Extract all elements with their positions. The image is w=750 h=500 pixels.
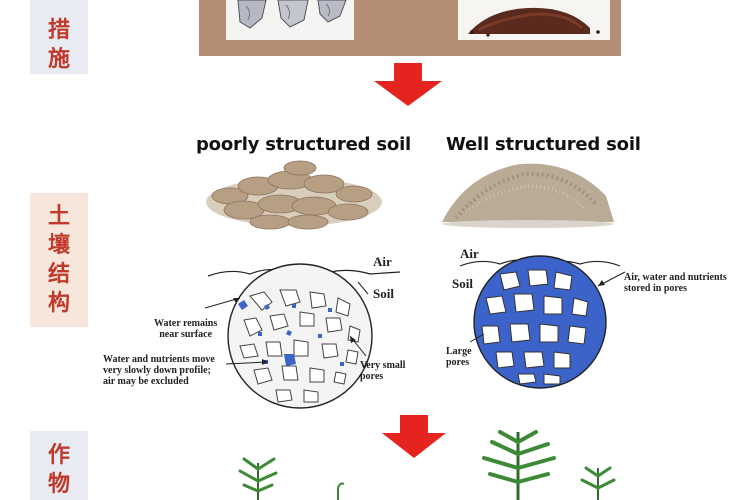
well-soil-diagram [459,255,626,389]
well-stored-line-1: Air, water and nutrients [624,272,727,283]
poor-air-label: Air [373,254,392,269]
poor-water-slow-annotation: Water and nutrients move very slowly dow… [103,354,215,387]
well-soil-label: Soil [452,276,473,291]
label-structure-char-1: 壤 [47,233,70,258]
poor-water-remains-line-1: Water remains [154,318,218,329]
well-large-pores-line-1: Large [446,346,472,357]
label-structure-char-0: 土 [47,204,70,229]
poor-water-slow-line-3: air may be excluded [103,376,189,387]
sprout-icon [337,482,345,500]
poor-soil-label: Soil [373,286,394,301]
poor-small-pores-annotation: Very small pores [360,360,405,382]
poor-small-pores-line-1: Very small [360,360,406,371]
label-measures-char-1: 措 [47,18,70,43]
label-structure-char-2: 结 [47,262,70,287]
clods-image [226,0,354,40]
poor-soil-diagram [204,263,401,409]
arrow-down-icon-2 [382,415,446,458]
label-measures: 措 施 [30,0,88,74]
poor-small-pores-line-2: pores [360,371,384,382]
well-large-pores-annotation: Large pores [446,346,472,368]
poor-water-remains-line-2: near surface [159,329,213,340]
label-crops: 作 物 [30,431,88,500]
well-stored-annotation: Air, water and nutrients stored in pores [624,272,727,294]
medium-plant-icon [580,466,616,500]
small-plant-icon [238,457,278,500]
arrow-down-icon-1 [374,63,442,106]
well-air-label: Air [460,246,479,261]
poor-water-remains-annotation: Water remains near surface [154,318,217,340]
label-crops-char-0: 作 [47,443,70,468]
title-poorly-structured: poorly structured soil [196,134,412,155]
label-measures-char-2: 施 [47,47,70,72]
poor-water-slow-line-2: very slowly down profile; [103,365,211,376]
poor-soil-photo [206,160,382,230]
title-well-structured: Well structured soil [446,134,641,155]
label-structure-char-3: 构 [47,291,70,316]
label-soil-structure: 土 壤 结 构 [30,193,88,327]
label-crops-char-1: 物 [47,472,70,497]
large-plant-icon [482,430,556,500]
well-stored-line-2: stored in pores [624,283,687,294]
well-large-pores-line-2: pores [446,357,470,368]
well-soil-photo [442,163,614,228]
poor-water-slow-line-1: Water and nutrients move [103,354,215,365]
compost-image [458,0,610,40]
